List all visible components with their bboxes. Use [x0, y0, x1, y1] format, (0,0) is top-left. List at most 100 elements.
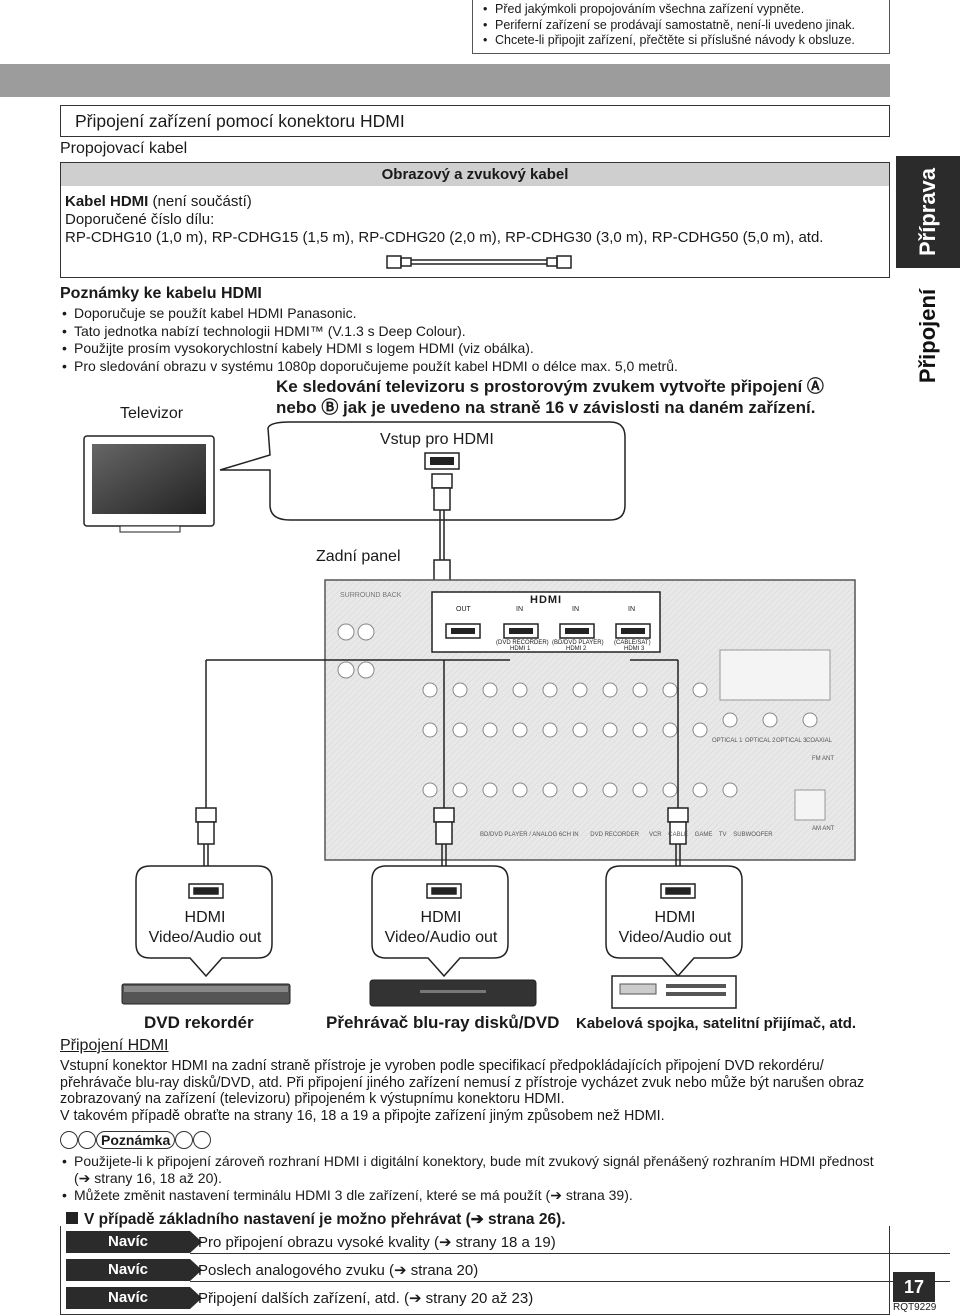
port-label: (CABLE/SAT) [614, 640, 651, 646]
hdmi-connection-text: Vstupní konektor HDMI na zadní straně př… [60, 1058, 880, 1125]
port-in-label: IN [516, 606, 523, 613]
cable-box-header: Obrazový a zvukový kabel [61, 163, 889, 186]
page-number: 17 [893, 1272, 935, 1302]
section-title: Připojení zařízení pomocí konektoru HDMI [60, 105, 890, 137]
device-cables [195, 659, 689, 870]
tab-pripojeni: Připojení [896, 276, 960, 396]
cable-name-note: (není součástí) [152, 193, 252, 210]
navic-text: Poslech analogového zvuku (➔ strana 20) [198, 1262, 479, 1279]
paragraph-line: přehrávače blu-ray disků/DVD, atd. Při p… [60, 1074, 865, 1091]
cable-notes-title: Poznámky ke kabelu HDMI [60, 285, 262, 302]
port-in-label: IN [628, 606, 635, 613]
circle-icon [193, 1131, 212, 1150]
cable-box: Obrazový a zvukový kabel Kabel HDMI (nen… [60, 162, 890, 278]
rear-bottom-label: SUBWOOFER [733, 832, 773, 838]
tv-cable [431, 473, 453, 597]
port-name: HDMI 1 [510, 646, 531, 652]
hdmi-connection-title: Připojení HDMI [60, 1037, 169, 1054]
circle-icon [60, 1131, 78, 1150]
note-item: Použijete-li k připojení zároveň rozhran… [60, 1153, 880, 1187]
grey-banner [0, 64, 890, 97]
rear-bottom-labels: BD/DVD PLAYER / ANALOG 6CH IN DVD RECORD… [480, 832, 773, 838]
rear-bottom-label: TV [718, 832, 727, 838]
am-ant-label: AM ANT [812, 826, 835, 832]
top-notes: Před jakýmkoli propojováním všechna zaří… [472, 0, 890, 54]
device-hdmi-label: HDMI [654, 909, 696, 926]
basic-setup-heading: V případě základního nastavení je možno … [66, 1210, 566, 1229]
cable-info: Kabel HDMI (není součástí) Doporučené čí… [65, 193, 823, 247]
receiver-panel [324, 579, 856, 861]
navic-underline [190, 1253, 950, 1254]
top-note: Chcete-li připojit zařízení, přečtěte si… [481, 33, 881, 49]
navic-badge: Navíc [66, 1287, 202, 1309]
device-bubbles [135, 865, 743, 978]
device-name: DVD rekordér [144, 1013, 254, 1032]
port-name: HDMI 2 [566, 646, 587, 652]
tv-callout-bubble [219, 421, 626, 521]
basic-setup-text: V případě základního nastavení je možno … [84, 1211, 566, 1228]
rear-bottom-label: DVD RECORDER [590, 832, 639, 838]
optical-label: OPTICAL 3 [776, 738, 807, 744]
navic-underline [190, 1281, 950, 1282]
device-out-label: Video/Audio out [148, 929, 262, 946]
port-label: (BD/DVD PLAYER) [552, 640, 604, 646]
navic-text: Připojení dalších zařízení, atd. (➔ stra… [198, 1290, 534, 1307]
tv-label: Televizor [120, 405, 184, 422]
surround-back-label: SURROUND BACK [340, 592, 402, 599]
rear-bottom-label: BD/DVD PLAYER / ANALOG 6CH IN [480, 832, 579, 838]
paragraph-line: zobrazovaný na zařízení (televizoru) při… [60, 1091, 565, 1108]
tv-instruction: Ke sledování televizoru s prostorovým zv… [276, 376, 824, 418]
navic-row: Navíc Poslech analogového zvuku (➔ stran… [66, 1259, 950, 1283]
device-name: Přehrávač blu-ray disků/DVD [326, 1013, 560, 1032]
cable-note: Doporučuje se použít kabel HDMI Panasoni… [60, 305, 678, 323]
fm-ant-label: FM ANT [812, 756, 834, 762]
device-hdmi-text: HDMI Video/Audio out [376, 908, 506, 948]
tab-priprava: Příprava [896, 156, 960, 268]
cable-label: Propojovací kabel [60, 140, 188, 157]
navic-row: Navíc Pro připojení obrazu vysoké kvalit… [66, 1231, 950, 1255]
port-in-label: IN [572, 606, 579, 613]
device-hdmi-label: HDMI [184, 909, 226, 926]
hdmi-logo: HDMI [530, 594, 563, 606]
optical-label: OPTICAL 1 [712, 738, 743, 744]
tv-instruction-line: Ke sledování televizoru s prostorovým zv… [276, 377, 824, 396]
cable-notes-list: Doporučuje se použít kabel HDMI Panasoni… [60, 305, 678, 375]
cable-box-icon [611, 975, 737, 1009]
tv-icon [83, 435, 215, 533]
paragraph-line: V takovém případě obraťte na strany 16, … [60, 1108, 665, 1125]
notes-list: Použijete-li k připojení zároveň rozhran… [60, 1153, 880, 1204]
cable-note: Tato jednotka nabízí technologii HDMI™ (… [60, 323, 678, 341]
note-heading: Poznámka [60, 1131, 212, 1150]
navic-badge: Navíc [66, 1231, 202, 1253]
device-out-label: Video/Audio out [618, 929, 732, 946]
hdmi-cable-icon [386, 255, 572, 269]
port-name: HDMI 3 [624, 646, 645, 652]
square-bullet-icon [66, 1212, 78, 1224]
optical-label: OPTICAL 2 [745, 738, 776, 744]
navic-text: Pro připojení obrazu vysoké kvality (➔ s… [198, 1234, 556, 1251]
port-out-label: OUT [456, 606, 471, 613]
rear-bottom-label: CABLE [668, 832, 688, 838]
circle-icon [78, 1131, 96, 1150]
navic-row: Navíc Připojení dalších zařízení, atd. (… [66, 1287, 886, 1311]
rear-bottom-label: GAME [694, 832, 713, 838]
coaxial-label: COAXIAL [806, 738, 833, 744]
note-label: Poznámka [96, 1131, 176, 1150]
top-note: Periferní zařízení se prodávají samostat… [481, 18, 881, 34]
paragraph-line: Vstupní konektor HDMI na zadní straně př… [60, 1058, 824, 1074]
cable-note: Použijte prosím vysokorychlostní kabely … [60, 340, 678, 358]
rear-panel-label: Zadní panel [316, 548, 401, 565]
bluray-player-icon [369, 979, 537, 1007]
top-note: Před jakýmkoli propojováním všechna zaří… [481, 2, 881, 18]
page-code: RQT9229 [893, 1302, 937, 1313]
hdmi-input-label: Vstup pro HDMI [380, 431, 494, 448]
device-out-label: Video/Audio out [384, 929, 498, 946]
port-label: (DVD RECORDER) [496, 640, 549, 646]
cable-name: Kabel HDMI [65, 193, 149, 210]
device-hdmi-text: HDMI Video/Audio out [140, 908, 270, 948]
rear-bottom-label: VCR [648, 832, 662, 838]
cable-note: Pro sledování obrazu v systému 1080p dop… [60, 358, 678, 376]
device-hdmi-label: HDMI [420, 909, 462, 926]
dvd-recorder-icon [121, 983, 291, 1005]
